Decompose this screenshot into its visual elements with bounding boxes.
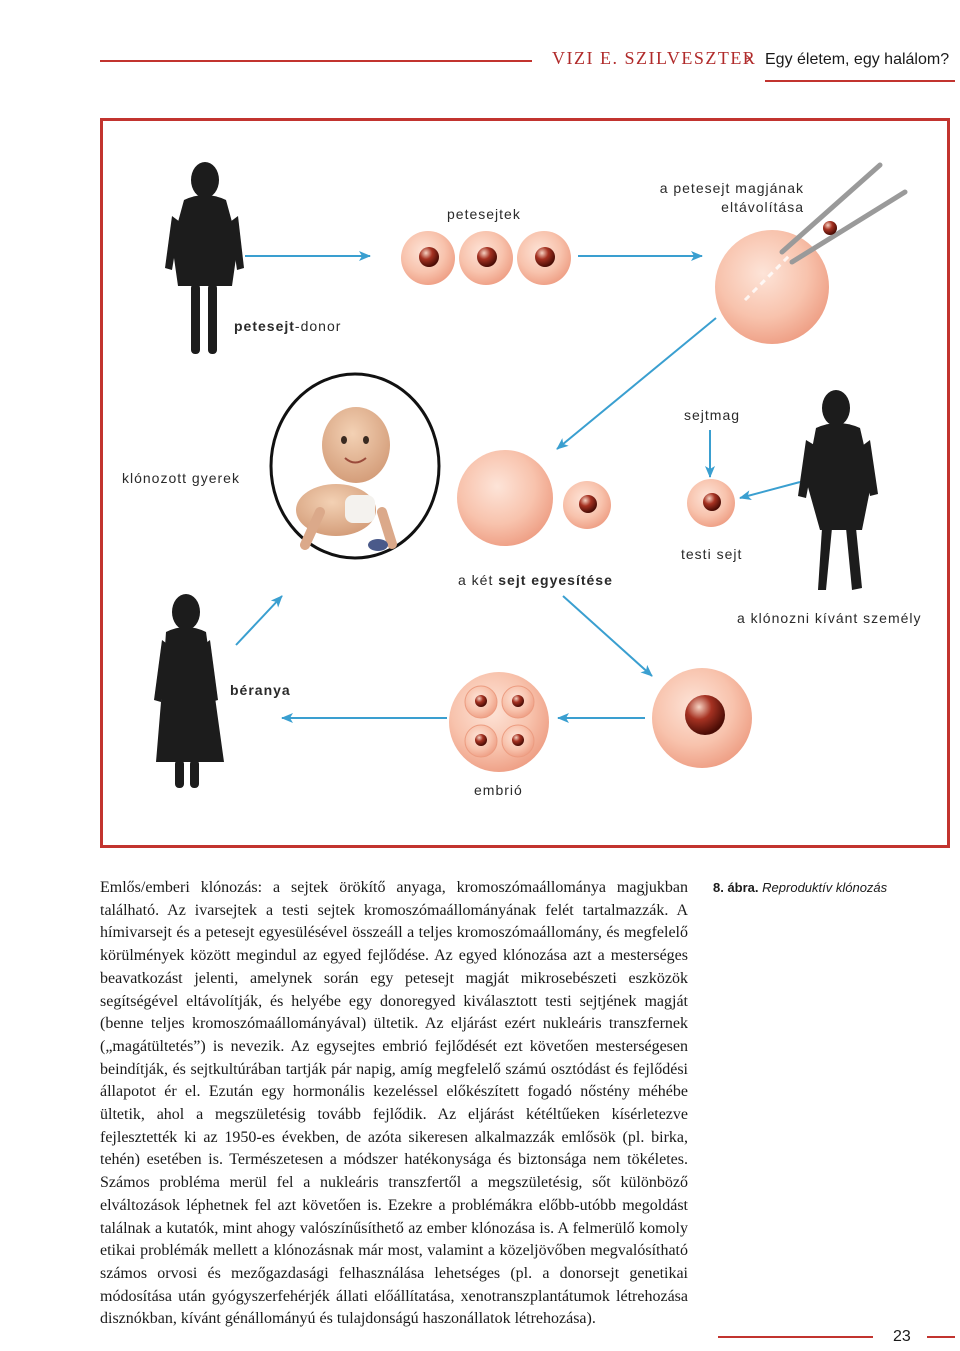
reconstructed-egg-cell [652, 668, 752, 768]
micropipette-icon [779, 162, 908, 265]
page-number: 23 [893, 1328, 911, 1345]
surrogate-mother-silhouette [154, 594, 224, 788]
figure-caption: 8. ábra. Reproduktív klónozás [713, 880, 887, 895]
header-rule-right [765, 80, 955, 82]
egg-donor-label-bold: petesejt [234, 318, 295, 334]
figure-frame [100, 118, 950, 848]
fusion-label-bold: sejt egyesítése [498, 572, 613, 588]
nucleus-label: sejtmag [684, 407, 741, 423]
header-author: VIZI E. SZILVESZTER [552, 48, 757, 68]
egg-cell [401, 231, 455, 285]
egg-donor-label: petesejt-donor [234, 318, 341, 334]
cloned-baby-image [269, 372, 441, 560]
surrogate-mother-label: béranya [230, 682, 291, 698]
egg-cell [517, 231, 571, 285]
nucleus-removal-label-line1: a petesejt magjának [659, 180, 804, 196]
figure-caption-title: Reproduktív klónozás [762, 880, 888, 895]
cloned-child-label: klónozott gyerek [122, 470, 240, 486]
body-paragraph: Emlős/emberi klónozás: a sejtek örökítő … [100, 879, 688, 1328]
embryo-cell [449, 672, 549, 772]
person-to-clone-silhouette [798, 390, 878, 590]
fusion-body-cell [563, 481, 611, 529]
figure-caption-number: 8. ábra. [713, 880, 759, 895]
fusion-label: a két sejt egyesítése [458, 572, 613, 588]
person-to-clone-label: a klónozni kívánt személy [737, 610, 922, 626]
cloning-diagram [154, 162, 908, 788]
fusion-egg-cell [457, 450, 553, 546]
header-separator-icon: › [745, 48, 753, 69]
fusion-label-normal: a két [458, 572, 499, 588]
nucleus-removal-label-line2: eltávolítása [721, 199, 804, 215]
egg-cell [459, 231, 513, 285]
embryo-label: embrió [474, 782, 523, 798]
footer-rule-left [718, 1336, 873, 1338]
header-title: Egy életem, egy halálom? [765, 51, 950, 68]
egg-donor-silhouette [165, 162, 244, 354]
egg-cells-label: petesejtek [447, 206, 521, 222]
egg-donor-label-rest: -donor [294, 318, 342, 334]
flow-arrows [235, 251, 801, 723]
body-cell-label: testi sejt [681, 546, 743, 562]
header-rule-left [100, 60, 532, 62]
body-cell [687, 479, 735, 527]
footer-rule-right [927, 1336, 955, 1338]
